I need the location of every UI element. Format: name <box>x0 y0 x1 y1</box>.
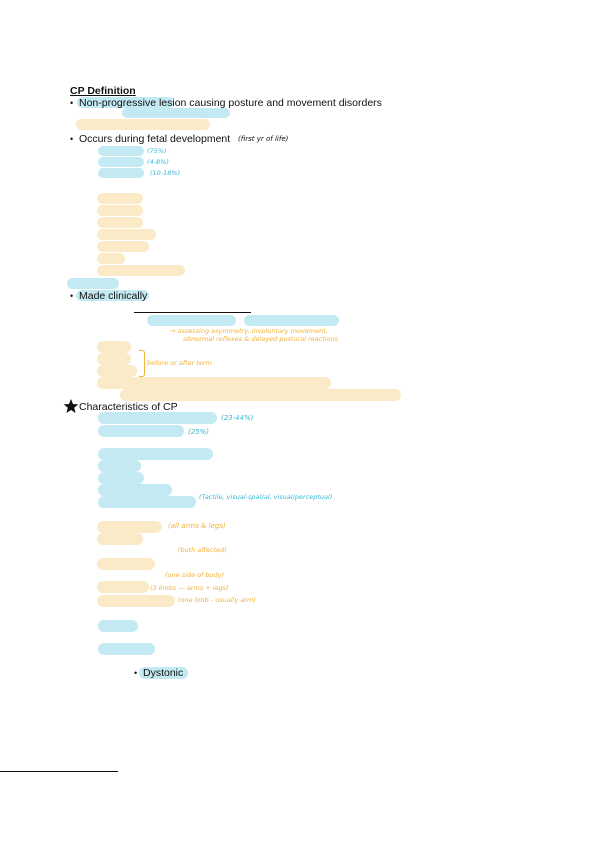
handwritten-note: (Tactile, visual-spatial, visual/percept… <box>199 493 333 501</box>
highlight <box>98 620 138 632</box>
highlight <box>120 389 401 401</box>
highlight <box>97 521 162 533</box>
highlight <box>98 496 196 508</box>
highlight <box>98 412 217 424</box>
highlight <box>98 460 141 472</box>
bracket-mark <box>139 350 145 377</box>
highlight <box>98 448 213 460</box>
highlight <box>97 581 149 593</box>
handwritten-note: (23-44%) <box>221 414 254 422</box>
handwritten-note: (4-8%) <box>147 158 169 166</box>
handwritten-note: → assessing asymmetry, involuntary movem… <box>170 327 328 335</box>
highlight <box>97 229 156 240</box>
highlight <box>147 315 236 326</box>
highlight <box>97 353 131 365</box>
highlight <box>98 643 155 655</box>
made-clinically-text: Made clinically <box>79 290 148 302</box>
highlight <box>97 265 185 276</box>
definition-bullet-text: Non-progressive lesion causing posture a… <box>79 97 382 109</box>
handwritten-note: (both affected) <box>178 546 227 554</box>
highlight <box>98 168 144 178</box>
handwritten-note: abnormal reflexes & delayed postural rea… <box>183 335 339 343</box>
highlight <box>98 425 184 437</box>
highlight <box>139 667 188 679</box>
handwritten-note: (first yr of life) <box>238 135 289 143</box>
bullet-marker: • <box>70 291 74 301</box>
handwritten-note: (all arms & legs) <box>168 522 226 530</box>
bullet-marker: • <box>70 98 74 108</box>
highlight <box>122 108 230 118</box>
handwritten-note: before or after term <box>147 359 212 367</box>
handwritten-note: (75%) <box>147 147 167 155</box>
highlight <box>97 558 155 570</box>
bullet-marker: • <box>134 668 138 678</box>
highlight <box>97 341 131 353</box>
handwritten-note: (one limb - usually arm) <box>178 596 256 604</box>
bullet-marker: • <box>70 134 74 144</box>
highlight <box>97 253 125 264</box>
heading-characteristics: Characteristics of CP <box>79 401 178 413</box>
highlight <box>77 97 174 108</box>
handwritten-note: (one side of body) <box>165 571 225 579</box>
underline-rule <box>134 312 251 313</box>
highlight <box>98 472 144 484</box>
fetal-development-text: Occurs during fetal development <box>79 133 231 145</box>
highlight <box>76 290 149 301</box>
handwritten-note: (10-18%) <box>150 169 181 177</box>
highlight <box>98 157 144 167</box>
highlight <box>98 484 172 496</box>
highlight <box>97 217 143 228</box>
highlight <box>98 146 144 156</box>
highlight <box>97 595 175 607</box>
star-icon <box>63 399 79 413</box>
highlight <box>97 241 149 252</box>
dystonic-text: Dystonic <box>143 667 184 679</box>
highlight <box>97 533 143 545</box>
handwritten-note: (3 limbs — arms + legs) <box>150 584 229 592</box>
highlight <box>76 119 210 130</box>
heading-cp-definition: CP Definition <box>70 85 136 97</box>
highlight <box>97 205 143 216</box>
highlight <box>97 193 143 204</box>
highlight <box>67 278 119 289</box>
highlight <box>244 315 339 326</box>
highlight <box>97 365 137 377</box>
handwritten-note: (25%) <box>188 428 210 436</box>
footnote-rule <box>0 771 118 772</box>
highlight <box>97 377 331 389</box>
